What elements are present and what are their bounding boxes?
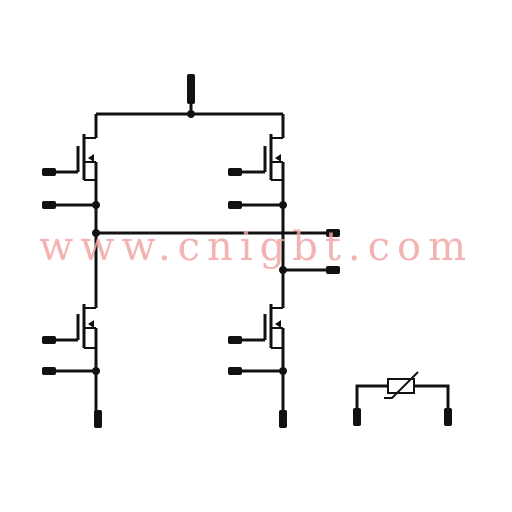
junction-left-upper-emitter (92, 201, 100, 209)
igbt-left-lower (42, 233, 102, 428)
thermistor (353, 371, 452, 426)
junction-left-lower-emitter (92, 367, 100, 375)
igbt-left-upper (42, 114, 98, 234)
output-terminal-1[interactable] (326, 229, 340, 237)
junction-right-lower-emitter (279, 367, 287, 375)
output-terminal-2[interactable] (326, 266, 340, 274)
igbt-right-lower (228, 270, 287, 428)
igbt-right-upper (228, 114, 285, 270)
top-terminal[interactable] (187, 74, 195, 114)
junction-right-upper-emitter (279, 201, 287, 209)
